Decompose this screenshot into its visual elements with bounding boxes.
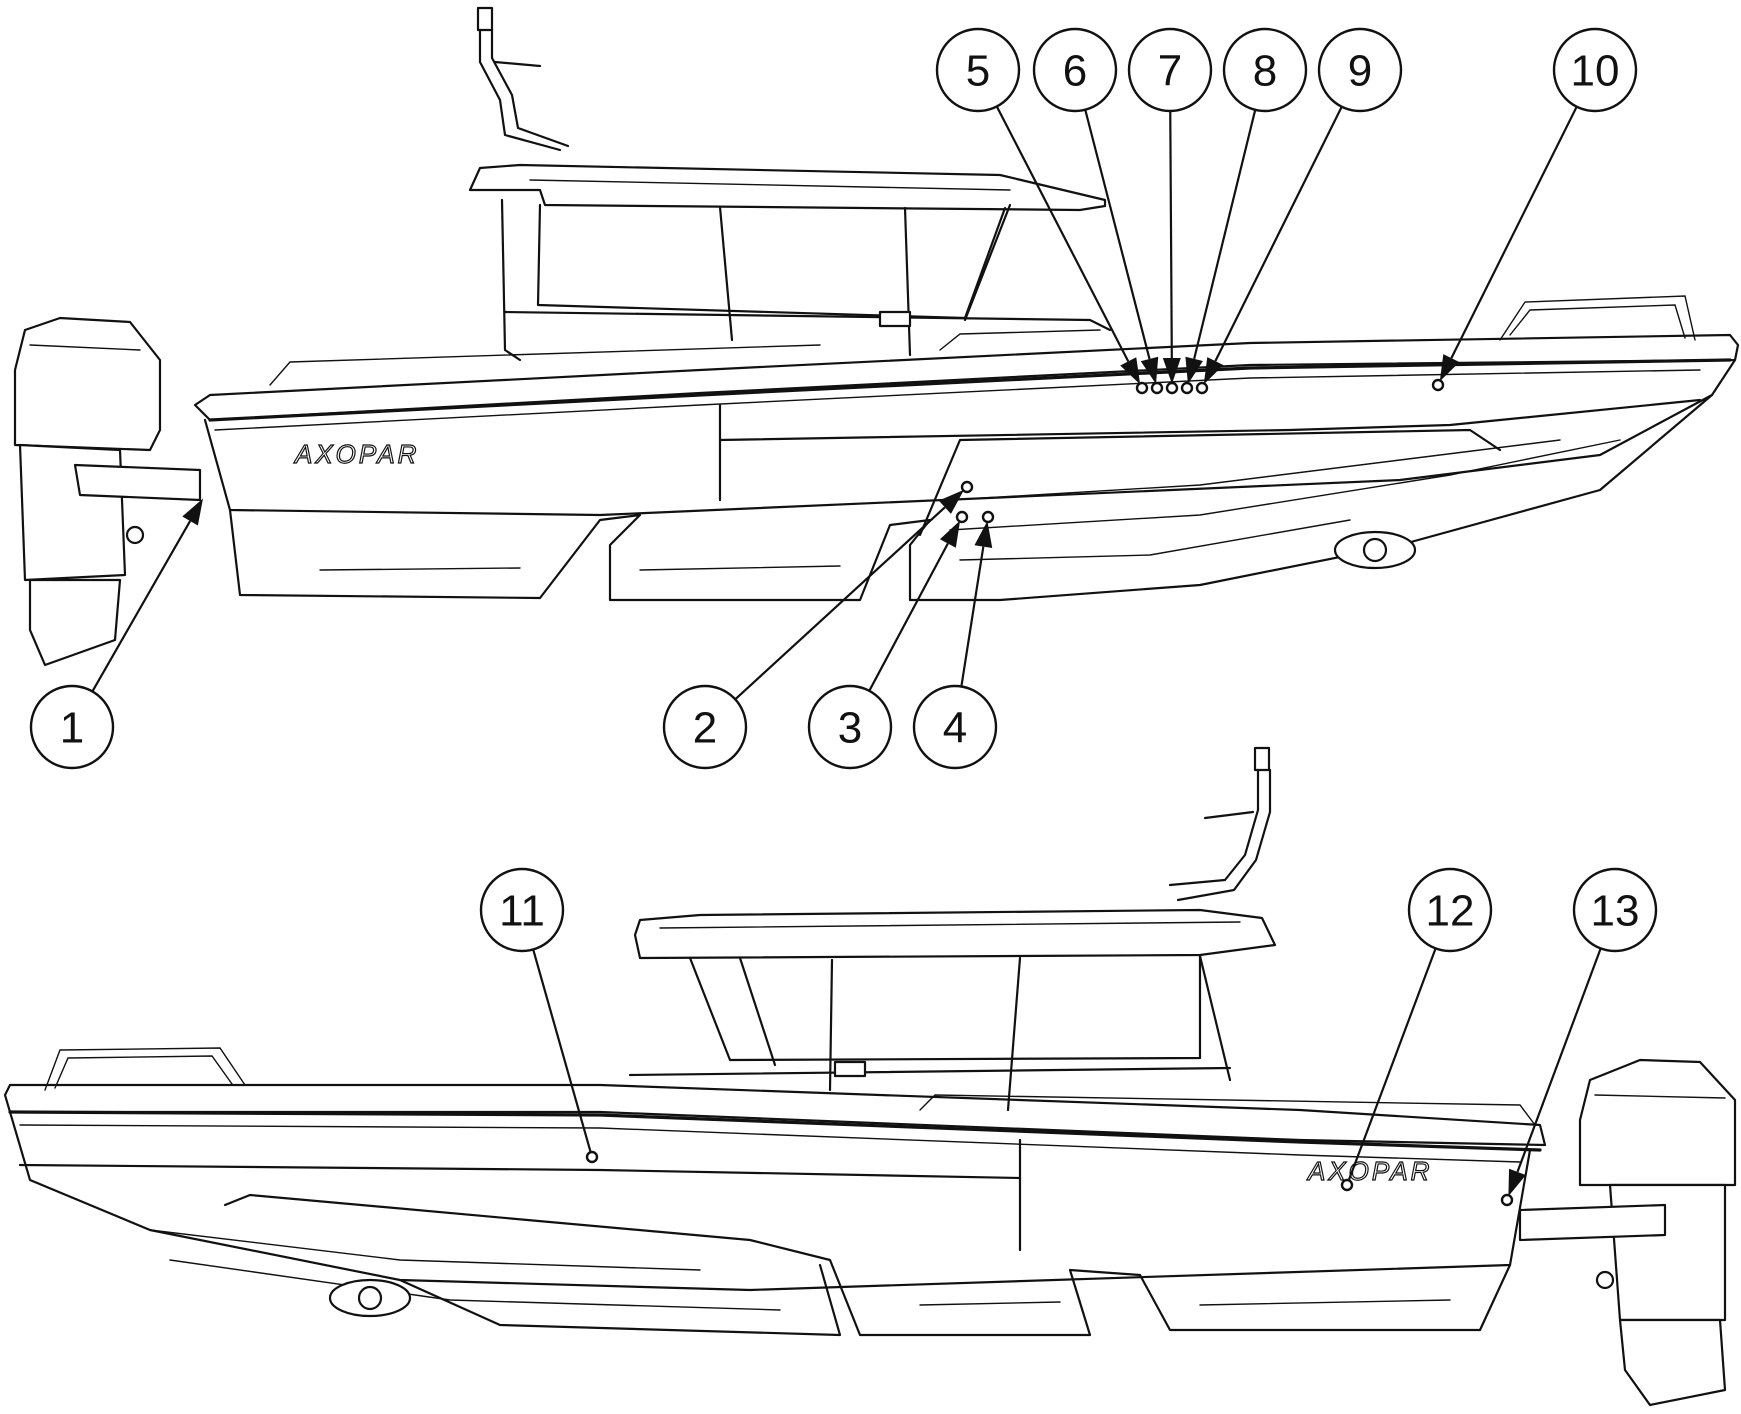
callout-target-11 xyxy=(585,1150,599,1164)
callout-1: 1 xyxy=(29,498,204,770)
bottom-cabin xyxy=(688,954,1202,1062)
callout-circle-10 xyxy=(1552,27,1638,113)
callout-leader-12 xyxy=(1345,948,1437,1186)
callout-label-8: 8 xyxy=(1253,47,1277,96)
callout-arrow-3 xyxy=(939,520,961,548)
callout-label-1: 1 xyxy=(60,704,84,753)
callout-circle-2 xyxy=(662,684,748,770)
callout-arrow-2 xyxy=(938,489,965,514)
callout-10: 10 xyxy=(1431,27,1638,392)
callout-3: 3 xyxy=(807,510,969,770)
callout-target-7 xyxy=(1165,381,1179,395)
callout-5: 5 xyxy=(935,27,1149,395)
top-outboard-motor xyxy=(13,316,202,667)
callout-9: 9 xyxy=(1195,27,1403,395)
callout-target-5 xyxy=(1135,381,1149,395)
callout-circle-9 xyxy=(1317,27,1403,113)
callout-circle-5 xyxy=(935,27,1021,113)
top-hull-steps xyxy=(228,393,1714,602)
callout-4: 4 xyxy=(912,510,998,770)
callout-label-12: 12 xyxy=(1426,887,1475,936)
callout-leader-9 xyxy=(1214,106,1343,362)
callout-label-3: 3 xyxy=(838,704,862,753)
top-bow-rail xyxy=(1499,295,1696,341)
callout-circle-4 xyxy=(912,684,998,770)
bottom-gunwale xyxy=(3,1083,1547,1147)
callout-label-11: 11 xyxy=(499,887,545,936)
top-gunwale xyxy=(193,333,1740,422)
bottom-hull-logo: AXOPAR xyxy=(1306,1156,1432,1186)
callout-target-8 xyxy=(1180,381,1194,395)
top-hardtop-roof xyxy=(468,163,1107,212)
callout-arrow-13 xyxy=(1508,1168,1526,1197)
callout-12: 12 xyxy=(1340,867,1493,1192)
bottom-hardtop-roof xyxy=(633,908,1277,960)
callout-arrow-7 xyxy=(1162,357,1181,385)
callout-circle-11 xyxy=(479,867,565,953)
bottom-bow-rail xyxy=(44,1047,246,1091)
callout-target-12 xyxy=(1340,1178,1354,1192)
callout-leader-7 xyxy=(1169,110,1173,359)
callout-target-13 xyxy=(1500,1193,1514,1207)
callout-arrow-1 xyxy=(182,498,204,526)
callout-label-7: 7 xyxy=(1158,47,1182,96)
callout-label-2: 2 xyxy=(693,704,717,753)
callout-circle-6 xyxy=(1032,27,1118,113)
callout-target-9 xyxy=(1195,381,1209,395)
callout-label-6: 6 xyxy=(1063,47,1087,96)
callout-arrow-10 xyxy=(1439,354,1460,382)
callout-leader-6 xyxy=(1084,109,1151,360)
callout-2: 2 xyxy=(662,480,974,770)
callout-target-2 xyxy=(960,480,974,494)
callout-target-4 xyxy=(981,510,995,524)
bottom-hull-steps xyxy=(223,1193,1512,1337)
callout-7: 7 xyxy=(1127,27,1213,395)
callout-label-13: 13 xyxy=(1591,887,1640,936)
callout-8: 8 xyxy=(1180,27,1308,395)
callout-leader-5 xyxy=(995,105,1130,362)
callout-label-9: 9 xyxy=(1348,47,1372,96)
callout-arrow-8 xyxy=(1185,356,1203,385)
bottom-mast xyxy=(1168,746,1272,902)
bottom-outboard-motor xyxy=(1518,1058,1737,1407)
callout-6: 6 xyxy=(1032,27,1164,395)
top-cabin xyxy=(536,203,1007,320)
callout-13: 13 xyxy=(1500,867,1658,1207)
callout-leader-2 xyxy=(734,506,946,701)
callout-leader-1 xyxy=(91,520,192,692)
callout-11: 11 xyxy=(479,867,599,1164)
callout-circle-7 xyxy=(1127,27,1213,113)
callout-target-3 xyxy=(955,510,969,524)
top-hull-logo: AXOPAR xyxy=(293,439,419,469)
callout-circle-1 xyxy=(29,684,115,770)
callout-arrow-9 xyxy=(1203,357,1224,385)
callout-arrow-6 xyxy=(1140,356,1159,385)
callout-arrow-5 xyxy=(1120,357,1141,385)
callout-leader-4 xyxy=(960,546,985,687)
boat-port-view: AXOPAR xyxy=(3,746,1737,1407)
callout-target-6 xyxy=(1150,381,1164,395)
callout-arrow-4 xyxy=(974,520,993,549)
callout-leader-8 xyxy=(1193,109,1257,360)
callout-target-10 xyxy=(1431,378,1445,392)
callout-circle-3 xyxy=(807,684,893,770)
callout-circle-8 xyxy=(1222,27,1308,113)
callout-leader-11 xyxy=(532,949,594,1158)
callout-leader-13 xyxy=(1516,948,1602,1173)
callout-circle-13 xyxy=(1572,867,1658,953)
callout-label-10: 10 xyxy=(1571,47,1620,96)
top-mast xyxy=(476,6,570,152)
boat-starboard-view: AXOPAR xyxy=(13,6,1740,667)
callout-leader-3 xyxy=(868,542,949,692)
callout-label-5: 5 xyxy=(966,47,990,96)
bottom-hull-side xyxy=(8,1110,1532,1292)
callout-leader-10 xyxy=(1450,106,1578,359)
callout-label-4: 4 xyxy=(943,704,967,753)
callout-circle-12 xyxy=(1407,867,1493,953)
